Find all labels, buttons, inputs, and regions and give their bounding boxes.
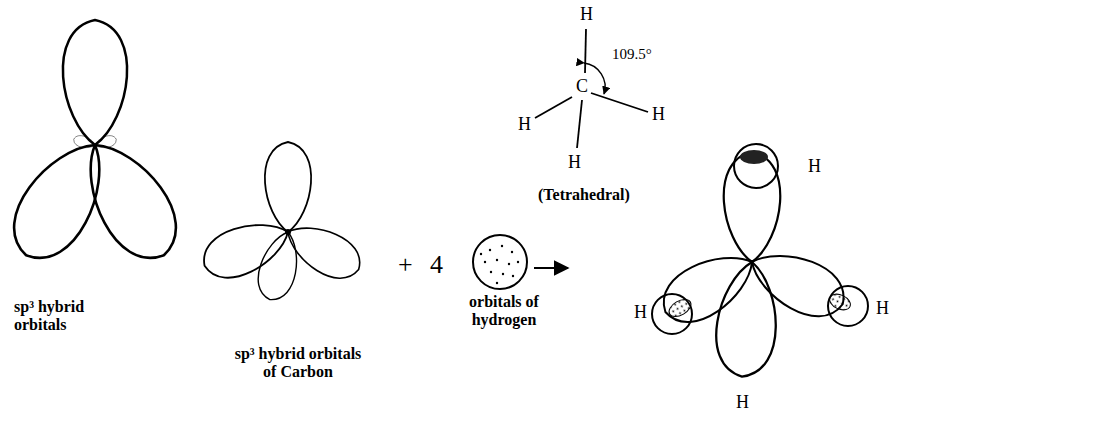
- bond-line: [585, 29, 586, 73]
- bond-line: [577, 100, 582, 148]
- small-lobe: [94, 134, 118, 151]
- hydrogen-orbital: [828, 286, 868, 326]
- atom-label: H: [808, 156, 821, 177]
- figure-caption: sp³ hybrid orbitals of Carbon: [228, 345, 368, 382]
- orbital-lobe: [724, 152, 781, 262]
- count-number: 4: [430, 250, 443, 280]
- overlap-region: [740, 150, 768, 164]
- orbital-lobe: [67, 127, 193, 273]
- reaction-arrow: [534, 267, 568, 269]
- atom-label: H: [736, 392, 749, 413]
- bond-line: [591, 93, 648, 112]
- orbital-lobe: [63, 20, 127, 145]
- orbital-lobe: [278, 214, 368, 288]
- methane-overlap-figure: [652, 144, 868, 379]
- nucleus-dot: [286, 230, 290, 234]
- orbital-dots: [480, 245, 519, 284]
- sp3-orbitals-figure: [0, 20, 192, 273]
- hydrogen-orbital: [734, 144, 778, 188]
- orbital-lobe: [253, 227, 306, 304]
- carbon-orbitals-figure: [196, 142, 368, 304]
- small-lobe: [72, 134, 96, 151]
- angle-label: 109.5°: [612, 46, 652, 63]
- atom-label: H: [876, 298, 889, 319]
- plus-sign: +: [398, 250, 413, 280]
- orbital-lobe: [265, 142, 311, 232]
- hydrogen-orbital: [473, 235, 527, 289]
- overlap-region: [827, 291, 853, 313]
- atom-label: H: [518, 114, 531, 135]
- atom-label: C: [576, 76, 588, 97]
- figure-caption: sp³ hybrid orbitals: [14, 298, 114, 335]
- orbital-lobe: [196, 211, 297, 288]
- atom-label: H: [568, 152, 581, 173]
- bond-line: [535, 97, 572, 118]
- atom-label: H: [580, 4, 593, 25]
- figure-caption: orbitals of hydrogen: [456, 293, 552, 330]
- orbital-lobe: [653, 240, 765, 335]
- shape-caption: (Tetrahedral): [538, 186, 630, 204]
- atom-label: H: [634, 302, 647, 323]
- s-orbital: [473, 235, 527, 289]
- overlap-region: [666, 296, 694, 320]
- orbital-lobe: [0, 127, 123, 273]
- orbital-lobe: [713, 259, 782, 379]
- orbital-lobe: [741, 239, 853, 328]
- atom-label: H: [652, 104, 665, 125]
